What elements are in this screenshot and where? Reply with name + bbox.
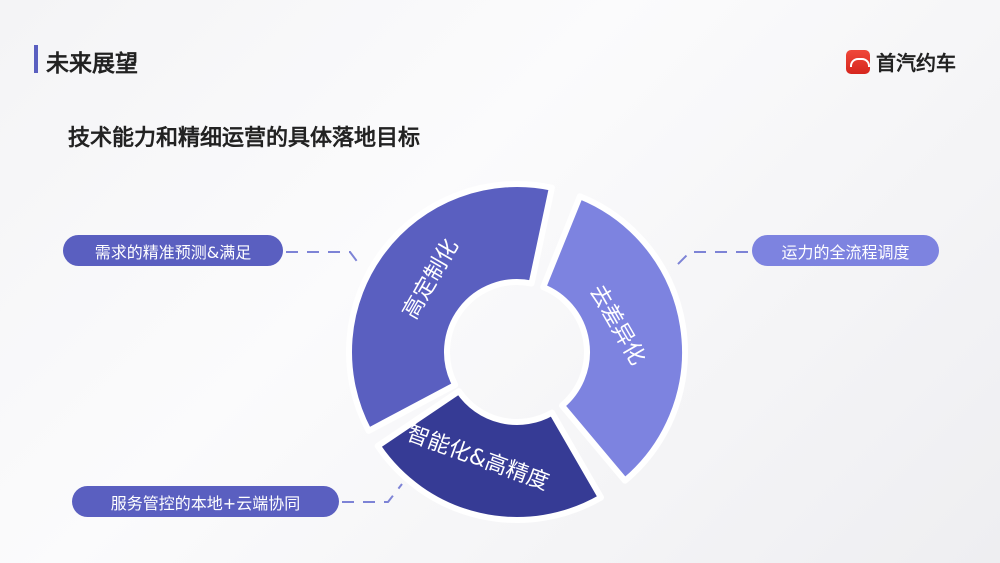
segment-dedifferentiation (540, 193, 688, 484)
brand-logo: 首汽约车 (846, 47, 956, 76)
connector-bottom (342, 483, 403, 503)
connector-right (673, 251, 748, 269)
slide-title: 未来展望 (46, 51, 138, 77)
logo-text: 首汽约车 (876, 51, 956, 75)
title-accent-bar (34, 45, 38, 73)
segment-customization (346, 181, 555, 434)
callout-demand: 需求的精准预测&满足 (63, 235, 283, 266)
callout-service: 服务管控的本地+云端协同 (72, 486, 339, 517)
car-logo-icon (846, 49, 870, 74)
slide-subtitle: 技术能力和精细运营的具体落地目标 (68, 126, 421, 151)
connector-left (286, 251, 363, 269)
segment-intelligence (374, 388, 604, 523)
callout-capacity: 运力的全流程调度 (752, 235, 939, 266)
